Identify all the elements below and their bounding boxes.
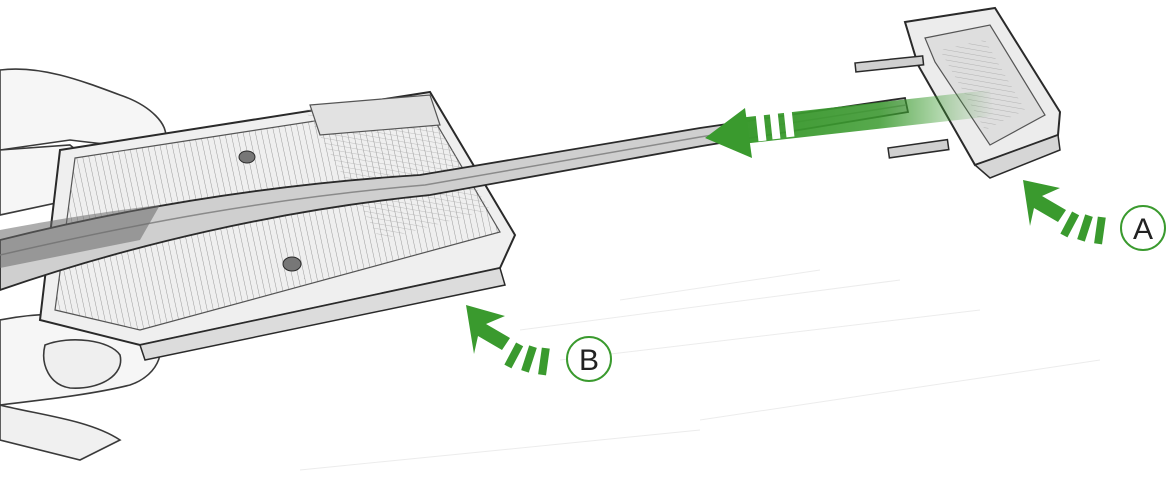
callout-b: B (466, 305, 611, 381)
screw-hole-top (239, 151, 255, 163)
callout-a-label: A (1133, 213, 1153, 246)
curved-arrow-icon (1023, 180, 1106, 244)
screw-hole-bottom (283, 257, 301, 271)
curved-arrow-icon (466, 305, 550, 375)
callout-b-label: B (579, 344, 599, 377)
callout-a: A (1023, 180, 1165, 250)
connector-part (855, 8, 1060, 178)
